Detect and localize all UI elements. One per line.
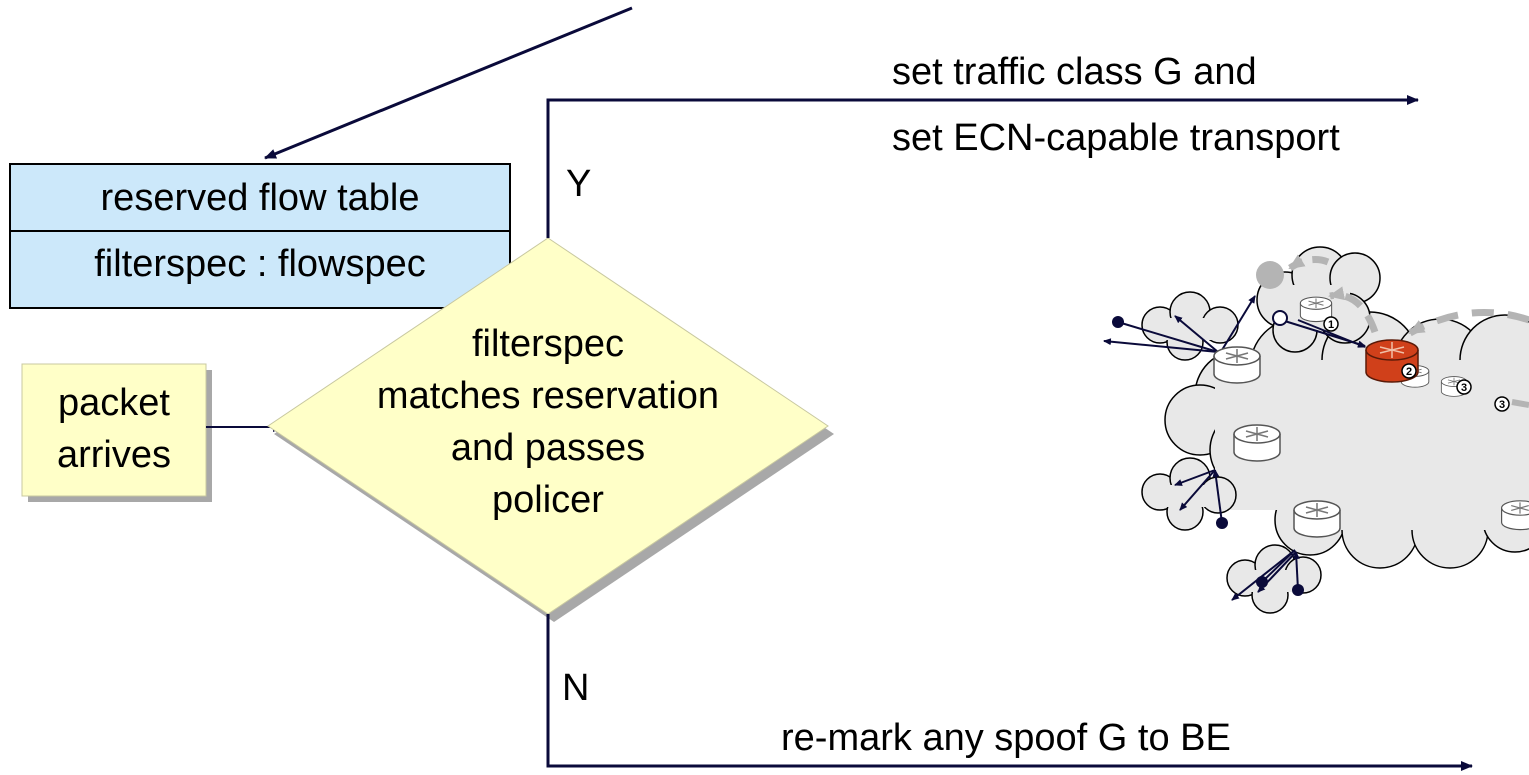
router-badge-3b-text: 3 <box>1499 399 1505 411</box>
no-branch-line <box>546 614 1473 771</box>
decision-diamond <box>267 237 834 622</box>
router-badge-3a-text: 3 <box>1461 382 1467 394</box>
router-badge-2 <box>1401 363 1417 379</box>
table-row: filterspec : flowspec <box>94 243 426 285</box>
router-badge-1-text: 1 <box>1328 319 1334 331</box>
reservation-path-arrow <box>1408 309 1529 337</box>
decision-line3: and passes <box>450 427 646 469</box>
router-badge-3b <box>1494 396 1510 412</box>
network-illustration: 1 2 3 3 <box>1103 246 1529 614</box>
router-badge-3a <box>1456 379 1472 395</box>
start-node-line1: packet <box>58 382 170 424</box>
no-action: re-mark any spoof G to BE <box>781 717 1231 759</box>
router-icon <box>1233 424 1281 462</box>
yes-label: Y <box>566 163 592 205</box>
start-node-line2: arrives <box>56 434 172 476</box>
table-lookup-arrow <box>264 6 633 160</box>
router-badge-2-text: 2 <box>1406 366 1412 378</box>
receiver-node <box>1256 261 1284 289</box>
table-header: reserved flow table <box>100 177 420 219</box>
yes-action-line1: set traffic class G and <box>892 51 1257 93</box>
router-badge-1 <box>1323 316 1339 332</box>
router-icon <box>1293 500 1341 538</box>
packet-arrives-node <box>21 363 212 502</box>
decision-line4: policer <box>492 479 604 521</box>
router-icon <box>1213 346 1261 384</box>
decision-line2: matches reservation <box>376 375 720 417</box>
no-label: N <box>562 667 590 709</box>
yes-branch-line <box>546 95 1419 238</box>
decision-line1: filterspec <box>471 323 625 365</box>
yes-action-line2: set ECN-capable transport <box>892 117 1340 159</box>
router-icon <box>1500 500 1529 531</box>
